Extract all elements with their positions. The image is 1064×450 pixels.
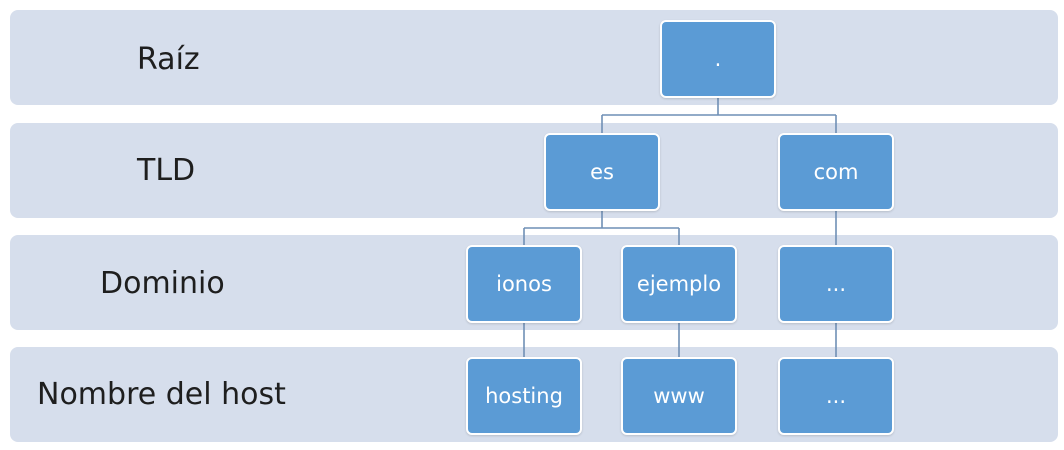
node-root: . xyxy=(660,20,776,98)
node-domain-ejemplo: ejemplo xyxy=(621,245,737,323)
level-label-tld: TLD xyxy=(137,153,196,188)
node-tld-es: es xyxy=(544,133,660,211)
level-label-domain: Dominio xyxy=(100,266,225,301)
level-label-host: Nombre del host xyxy=(37,377,286,412)
node-domain-ionos: ionos xyxy=(466,245,582,323)
level-label-root: Raíz xyxy=(137,42,200,77)
node-domain-ellipsis: ... xyxy=(778,245,894,323)
node-host-ellipsis: ... xyxy=(778,357,894,435)
node-tld-com: com xyxy=(778,133,894,211)
level-band-root xyxy=(10,10,1058,105)
node-host-hosting: hosting xyxy=(466,357,582,435)
node-host-www: www xyxy=(621,357,737,435)
